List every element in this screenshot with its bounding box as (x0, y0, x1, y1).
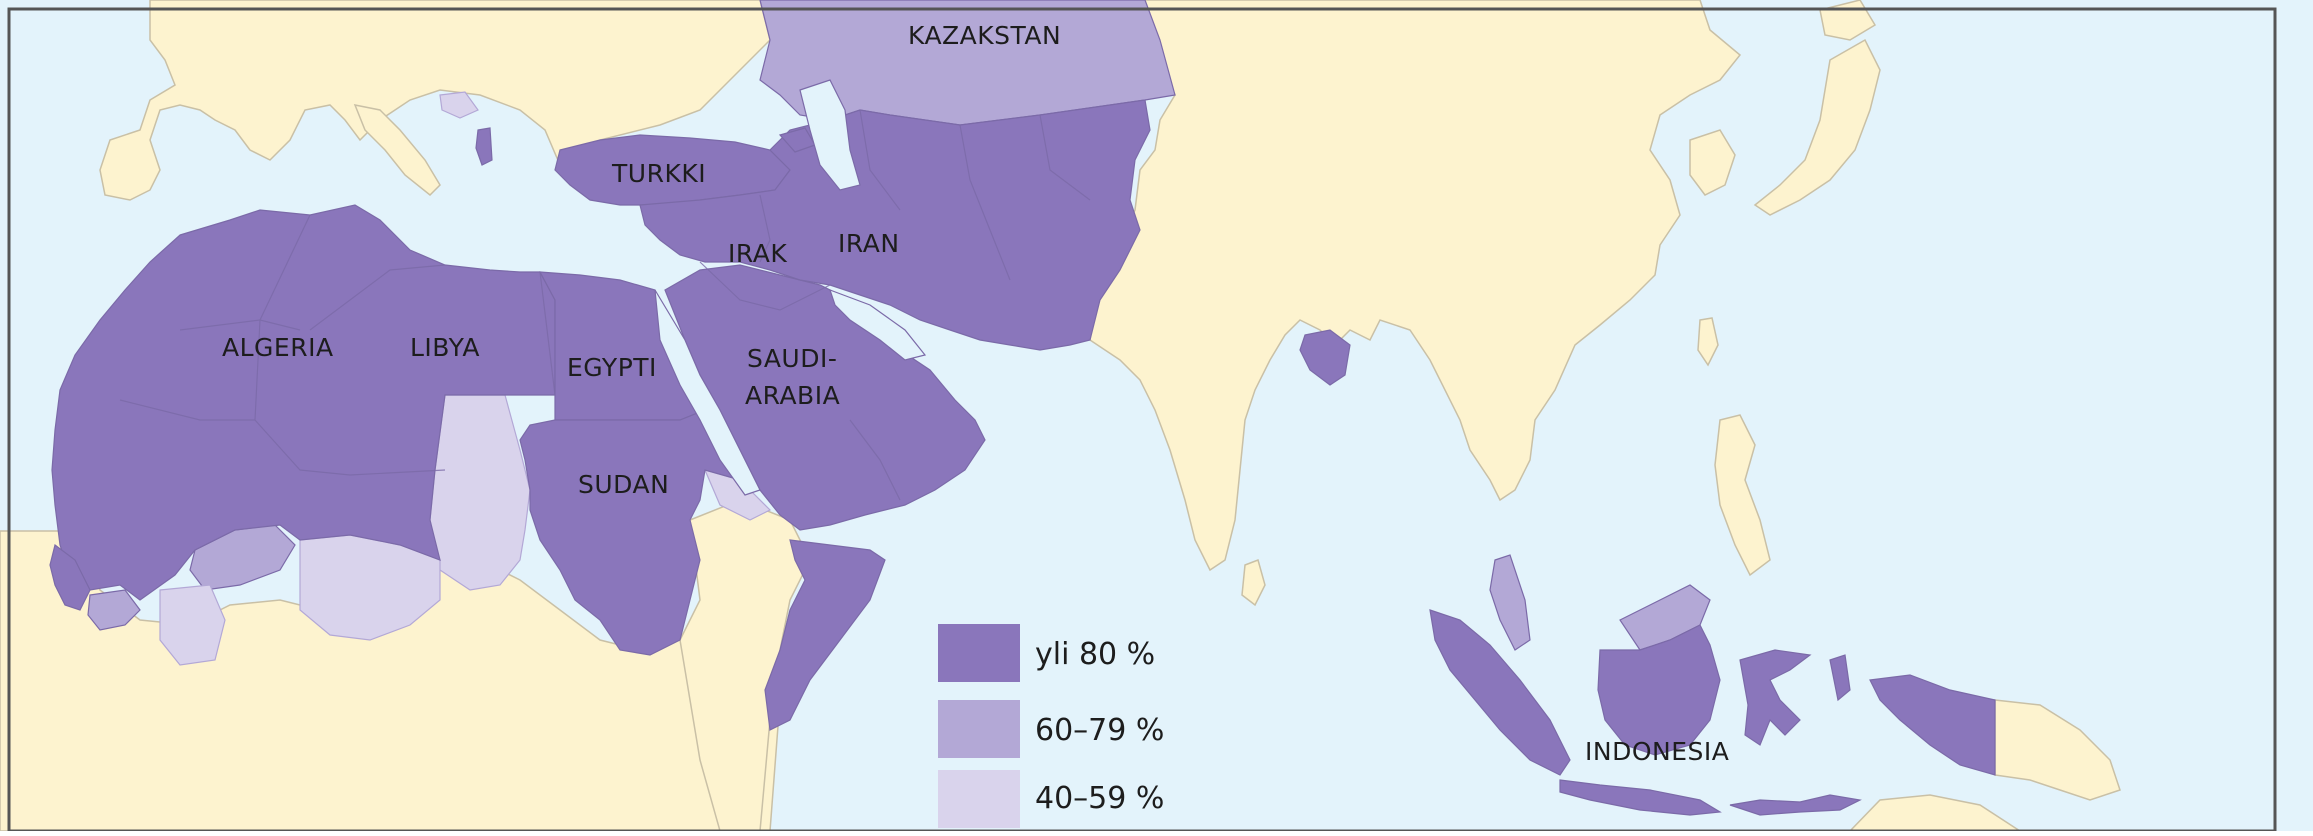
country-indonesia-sumatra (1429, 609, 1571, 776)
land-east-africa (679, 499, 811, 832)
label-saudi-arabia-1: SAUDI- (747, 344, 837, 373)
country-ivory-coast (159, 584, 226, 666)
country-indonesia-islands (1829, 654, 1851, 702)
country-guinea (87, 589, 141, 631)
country-bangladesh (1299, 329, 1351, 386)
country-indonesia-sulawesi (1739, 649, 1812, 746)
legend-label-60-79: 60–79 % (1035, 713, 1164, 748)
country-indonesia-papua (1869, 674, 1996, 776)
land-sri-lanka (1241, 559, 1266, 607)
land-png (1994, 699, 2121, 801)
country-labels: KAZAKSTAN TURKKI IRAK IRAN ALGERIA LIBYA… (222, 21, 1729, 766)
label-sudan: SUDAN (578, 470, 669, 499)
persian-gulf (829, 288, 927, 361)
land-korea (1689, 129, 1736, 196)
country-somalia (764, 539, 886, 731)
country-albania (475, 127, 493, 166)
label-iran: IRAN (838, 229, 900, 258)
country-malaysia-peninsula (1489, 554, 1531, 651)
legend-swatch-40-59 (938, 770, 1020, 828)
label-libya: LIBYA (410, 333, 480, 362)
band-60-79 (87, 0, 1711, 651)
country-bosnia (439, 91, 479, 119)
legend-swatch-60-79 (938, 700, 1020, 758)
legend-label-40-59: 40–59 % (1035, 781, 1164, 816)
legend: yli 80 % 60–79 % 40–59 % (938, 624, 1164, 828)
red-sea (654, 289, 761, 496)
internal-borders (119, 109, 1091, 501)
band-over-80 (49, 99, 1996, 816)
band-40-59 (159, 91, 772, 666)
label-algeria: ALGERIA (222, 333, 334, 362)
label-turkki: TURKKI (611, 159, 706, 188)
country-indonesia-lesser-sunda (1729, 794, 1862, 816)
legend-swatch-over-80 (938, 624, 1020, 682)
label-kazakstan: KAZAKSTAN (908, 21, 1061, 50)
land-taiwan (1697, 317, 1719, 367)
caspian-sea (799, 79, 861, 191)
other-land (0, 0, 2121, 832)
country-north-africa (51, 204, 556, 601)
country-indonesia-kalimantan (1597, 624, 1721, 756)
label-indonesia: INDONESIA (1585, 737, 1729, 766)
land-italy (353, 103, 441, 197)
land-philippines (1714, 414, 1771, 577)
label-irak: IRAK (728, 239, 787, 268)
legend-label-over-80: yli 80 % (1035, 637, 1155, 672)
land-japan (1753, 38, 1881, 216)
label-egypti: EGYPTI (567, 353, 657, 382)
country-west-africa-coast (49, 543, 91, 611)
country-indonesia-java (1559, 779, 1722, 816)
label-saudi-arabia-2: ARABIA (745, 381, 840, 410)
